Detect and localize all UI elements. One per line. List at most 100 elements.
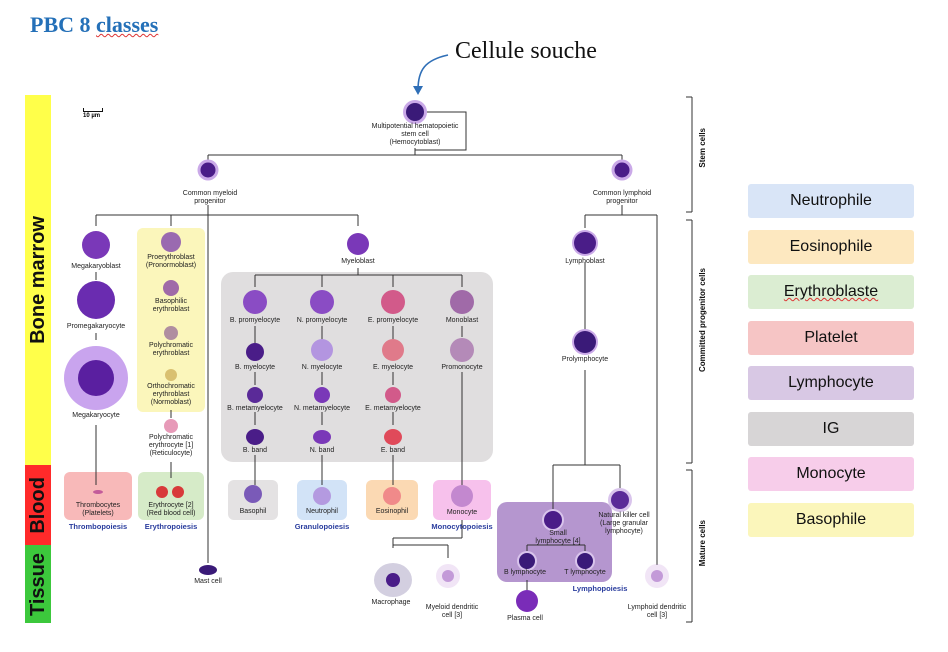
thrombocytes-glyph xyxy=(93,490,103,494)
nk-cell-label: Natural killer cell (Large granular lymp… xyxy=(598,512,650,535)
erythropoiesis-label: Erythropoiesis xyxy=(144,522,198,531)
n-myelocyte-label: N. myelocyte xyxy=(301,364,343,371)
legend-label: Eosinophile xyxy=(789,238,873,255)
megakaryocyte-label: Megakaryocyte xyxy=(72,412,120,419)
promegakaryocyte-label: Promegakaryocyte xyxy=(66,323,126,330)
blood-band: Blood xyxy=(25,465,51,545)
t-lymphocyte-label: T lymphocyte xyxy=(564,569,606,576)
legend-item-basophile: Basophile xyxy=(748,503,914,537)
orthochromatic-erythroblast-glyph xyxy=(165,369,177,381)
b-myelocyte-label: B. myelocyte xyxy=(234,364,276,371)
legend-item-eosinophile: Eosinophile xyxy=(748,230,914,264)
mast-cell-glyph xyxy=(199,565,217,575)
monocyte-glyph xyxy=(451,485,473,507)
legend-label: Platelet xyxy=(804,329,858,346)
legend-label: Neutrophile xyxy=(790,192,872,209)
b-myelocyte-glyph xyxy=(246,343,264,361)
monocytopoiesis-label: Monocytopoiesis xyxy=(431,522,493,531)
tissue-band: Tissue xyxy=(25,545,51,623)
megakaryoblast-label: Megakaryoblast xyxy=(71,263,121,270)
myeloblast-glyph xyxy=(347,233,369,255)
erythrocyte-glyph-2 xyxy=(172,486,184,498)
monocyte-label: Monocyte xyxy=(446,509,478,516)
promonocyte-glyph xyxy=(450,338,474,362)
t-lymphocyte-glyph xyxy=(577,553,593,569)
macrophage-nucleus-glyph xyxy=(386,573,400,587)
lymphoid-dendritic-glyph xyxy=(651,570,663,582)
megakaryocyte-nucleus-glyph xyxy=(78,360,114,396)
lymphoid-progenitor-label: Common lymphoid progenitor xyxy=(592,190,652,205)
neutrophil-label: Neutrophil xyxy=(306,508,338,515)
b-band-glyph xyxy=(246,429,264,445)
lymphoblast-label: Lymphoblast xyxy=(565,258,605,265)
promegakaryocyte-glyph xyxy=(77,281,115,319)
stem-cells-bracket-label: Stem cells xyxy=(698,128,707,168)
reticulocyte-glyph xyxy=(164,419,178,433)
e-metamyelocyte-glyph xyxy=(385,387,401,403)
b-lymphocyte-label: B lymphocyte xyxy=(503,569,547,576)
e-myelocyte-label: E. myelocyte xyxy=(372,364,414,371)
myeloid-dendritic-label: Myeloid dendritic cell [3] xyxy=(425,604,479,619)
mast-cell-label: Mast cell xyxy=(194,578,222,585)
myeloblast-label: Myeloblast xyxy=(341,258,375,265)
orthochromatic-erythroblast-label: Orthochromatic erythroblast (Normoblast) xyxy=(147,383,195,406)
macrophage-label: Macrophage xyxy=(371,599,411,606)
erythrocyte-glyph xyxy=(156,486,168,498)
legend-label: Erythroblaste xyxy=(783,283,879,300)
prolymphocyte-label: Prolymphocyte xyxy=(561,356,609,363)
bone-marrow-band: Bone marrow xyxy=(25,95,51,465)
prolymphocyte-glyph xyxy=(574,331,596,353)
e-metamyelocyte-label: E. metamyelocyte xyxy=(365,405,421,412)
legend-item-monocyte: Monocyte xyxy=(748,457,914,491)
erythrocyte-box xyxy=(138,472,204,520)
polychromatic-erythroblast-glyph xyxy=(164,326,178,340)
e-promyelocyte-glyph xyxy=(381,290,405,314)
lymphoblast-glyph xyxy=(574,232,596,254)
committed-progenitor-bracket-label: Committed progenitor cells xyxy=(698,268,707,373)
lymphoid-progenitor-glyph xyxy=(614,162,630,178)
eosinophil-label: Eosinophil xyxy=(375,508,409,515)
monoblast-glyph xyxy=(450,290,474,314)
e-band-label: E. band xyxy=(380,447,406,454)
eosinophil-glyph xyxy=(383,487,401,505)
n-metamyelocyte-label: N. metamyelocyte xyxy=(293,405,351,412)
b-promyelocyte-glyph xyxy=(243,290,267,314)
stem-cell-annotation: Cellule souche xyxy=(455,38,597,64)
e-band-glyph xyxy=(384,429,402,445)
myeloid-dendritic-glyph xyxy=(442,570,454,582)
legend-label: Lymphocyte xyxy=(788,374,874,391)
n-band-label: N. band xyxy=(309,447,335,454)
nk-cell-glyph xyxy=(611,491,629,509)
title-text: PBC 8 xyxy=(30,12,96,37)
legend-label: Monocyte xyxy=(796,465,866,482)
granulopoiesis-label: Granulopoiesis xyxy=(294,522,350,531)
b-lymphocyte-glyph xyxy=(519,553,535,569)
legend-label: Basophile xyxy=(795,511,867,528)
neutrophil-glyph xyxy=(313,487,331,505)
n-promyelocyte-label: N. promyelocyte xyxy=(296,317,348,324)
basophilic-erythroblast-label: Basophilic erythroblast xyxy=(152,298,190,313)
legend-item-neutrophile: Neutrophile xyxy=(748,184,914,218)
title-underlined: classes xyxy=(96,12,159,37)
legend-item-ig: IG xyxy=(748,412,914,446)
basophil-label: Basophil xyxy=(239,508,267,515)
n-metamyelocyte-glyph xyxy=(314,387,330,403)
n-promyelocyte-glyph xyxy=(310,290,334,314)
monoblast-label: Monoblast xyxy=(445,317,479,324)
plasma-cell-label: Plasma cell xyxy=(507,615,543,622)
erythrocyte-label: Erythrocyte [2] (Red blood cell) xyxy=(146,502,196,517)
b-metamyelocyte-glyph xyxy=(247,387,263,403)
plasma-cell-glyph xyxy=(516,590,538,612)
myeloid-progenitor-label: Common myeloid progenitor xyxy=(182,190,238,205)
basophil-glyph xyxy=(244,485,262,503)
lymphoid-dendritic-label: Lymphoid dendritic cell [3] xyxy=(627,604,687,619)
n-band-glyph xyxy=(313,430,331,444)
mature-cells-bracket-label: Mature cells xyxy=(698,520,707,567)
thrombopoiesis-label: Thrombopoiesis xyxy=(68,522,128,531)
n-myelocyte-glyph xyxy=(311,339,333,361)
b-metamyelocyte-label: B. metamyelocyte xyxy=(227,405,283,412)
thrombocytes-label: Thrombocytes (Platelets) xyxy=(75,502,121,517)
scale-bar: 10 µm xyxy=(83,108,103,119)
stem-cell-label: Multipotential hematopoietic stem cell (… xyxy=(371,123,459,146)
